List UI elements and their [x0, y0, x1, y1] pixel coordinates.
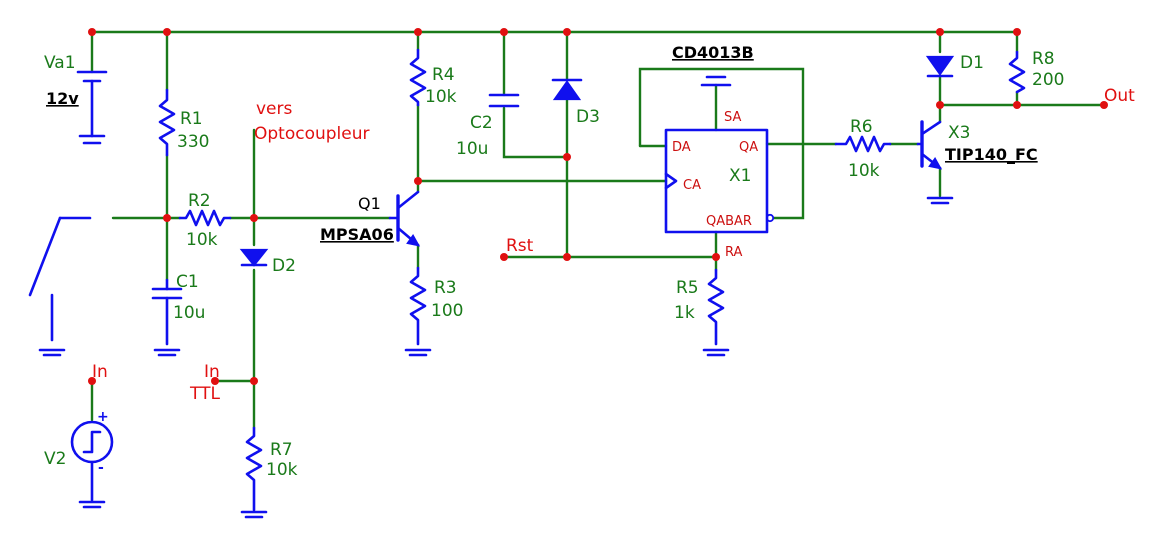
- x3-label: X3: [948, 123, 970, 143]
- r2-value: 10k: [186, 230, 218, 250]
- c2-label: C2: [470, 113, 493, 133]
- x1-label: X1: [729, 166, 751, 186]
- resistor-r8: R8 200: [1008, 49, 1064, 94]
- pin-da: DA: [672, 140, 691, 155]
- diode-d2: D2: [239, 248, 296, 276]
- net-label-vers: vers: [256, 99, 293, 119]
- v2-plus-sign: +: [97, 409, 109, 425]
- junction-nodes: [88, 28, 1108, 385]
- capacitor-c1: C1 10u: [151, 272, 205, 357]
- resistor-r1: R1 330: [158, 88, 209, 157]
- resistor-r4: R4 10k: [409, 48, 457, 107]
- r3-value: 100: [431, 301, 463, 321]
- transistor-q1: Q1 MPSA06: [320, 190, 421, 247]
- q1-part: MPSA06: [320, 225, 394, 244]
- pulse-source-v2: + - V2: [44, 409, 114, 509]
- v2-minus-sign: -: [98, 460, 104, 476]
- r1-value: 330: [177, 132, 209, 152]
- r6-label: R6: [850, 117, 873, 137]
- d3-label: D3: [576, 107, 600, 127]
- x1-part: CD4013B: [672, 43, 754, 62]
- c2-value: 10u: [456, 139, 488, 159]
- pin-qabar: QABAR: [706, 214, 752, 229]
- net-label-out: Out: [1104, 86, 1135, 106]
- net-label-in-ttl: In: [204, 362, 220, 382]
- r8-label: R8: [1032, 49, 1055, 69]
- resistor-r6: R6 10k: [834, 117, 892, 181]
- switch: [28, 216, 92, 357]
- pin-qa: QA: [739, 140, 758, 155]
- c1-value: 10u: [173, 303, 205, 323]
- pin-ca: CA: [683, 178, 701, 193]
- resistor-r7: R7 10k: [240, 426, 298, 519]
- r7-label: R7: [270, 440, 293, 460]
- net-labels: vers Optocoupleur In In TTL Rst Out: [92, 86, 1135, 404]
- q1-label: Q1: [358, 194, 381, 213]
- resistor-r3: R3 100: [404, 266, 463, 357]
- d2-label: D2: [272, 256, 296, 276]
- v2-label: V2: [44, 449, 66, 469]
- net-label-optocoupleur: Optocoupleur: [254, 124, 370, 144]
- battery-va1: Va1 12v: [44, 53, 108, 145]
- r2-label: R2: [188, 191, 211, 211]
- transistor-x3: X3 TIP140_FC: [916, 120, 1038, 205]
- r5-label: R5: [676, 278, 699, 298]
- r3-label: R3: [434, 278, 457, 298]
- r4-value: 10k: [425, 87, 457, 107]
- r6-value: 10k: [848, 161, 880, 181]
- r4-label: R4: [432, 65, 455, 85]
- wires: [90, 30, 1106, 430]
- x3-part: TIP140_FC: [945, 145, 1038, 164]
- va1-value: 12v: [46, 89, 79, 108]
- c1-label: C1: [176, 272, 199, 292]
- r5-value: 1k: [674, 303, 695, 323]
- capacitor-c2: C2 10u: [456, 93, 520, 159]
- r7-value: 10k: [266, 460, 298, 480]
- net-label-ttl: TTL: [189, 384, 220, 404]
- diode-d3: D3: [551, 78, 600, 127]
- r1-label: R1: [180, 109, 203, 129]
- pin-ra: RA: [725, 245, 743, 260]
- resistor-r2: R2 10k: [178, 191, 232, 250]
- resistor-r5: R5 1k: [674, 268, 730, 357]
- d1-label: D1: [960, 53, 984, 73]
- net-label-rst: Rst: [506, 236, 534, 256]
- diode-d1: D1: [925, 53, 984, 78]
- pin-sa: SA: [724, 110, 741, 125]
- va1-label: Va1: [44, 53, 76, 73]
- net-label-in-source: In: [92, 362, 108, 382]
- r8-value: 200: [1032, 70, 1064, 90]
- flipflop-x1: CD4013B X1 DA SA QA CA QABAR RA: [664, 43, 775, 260]
